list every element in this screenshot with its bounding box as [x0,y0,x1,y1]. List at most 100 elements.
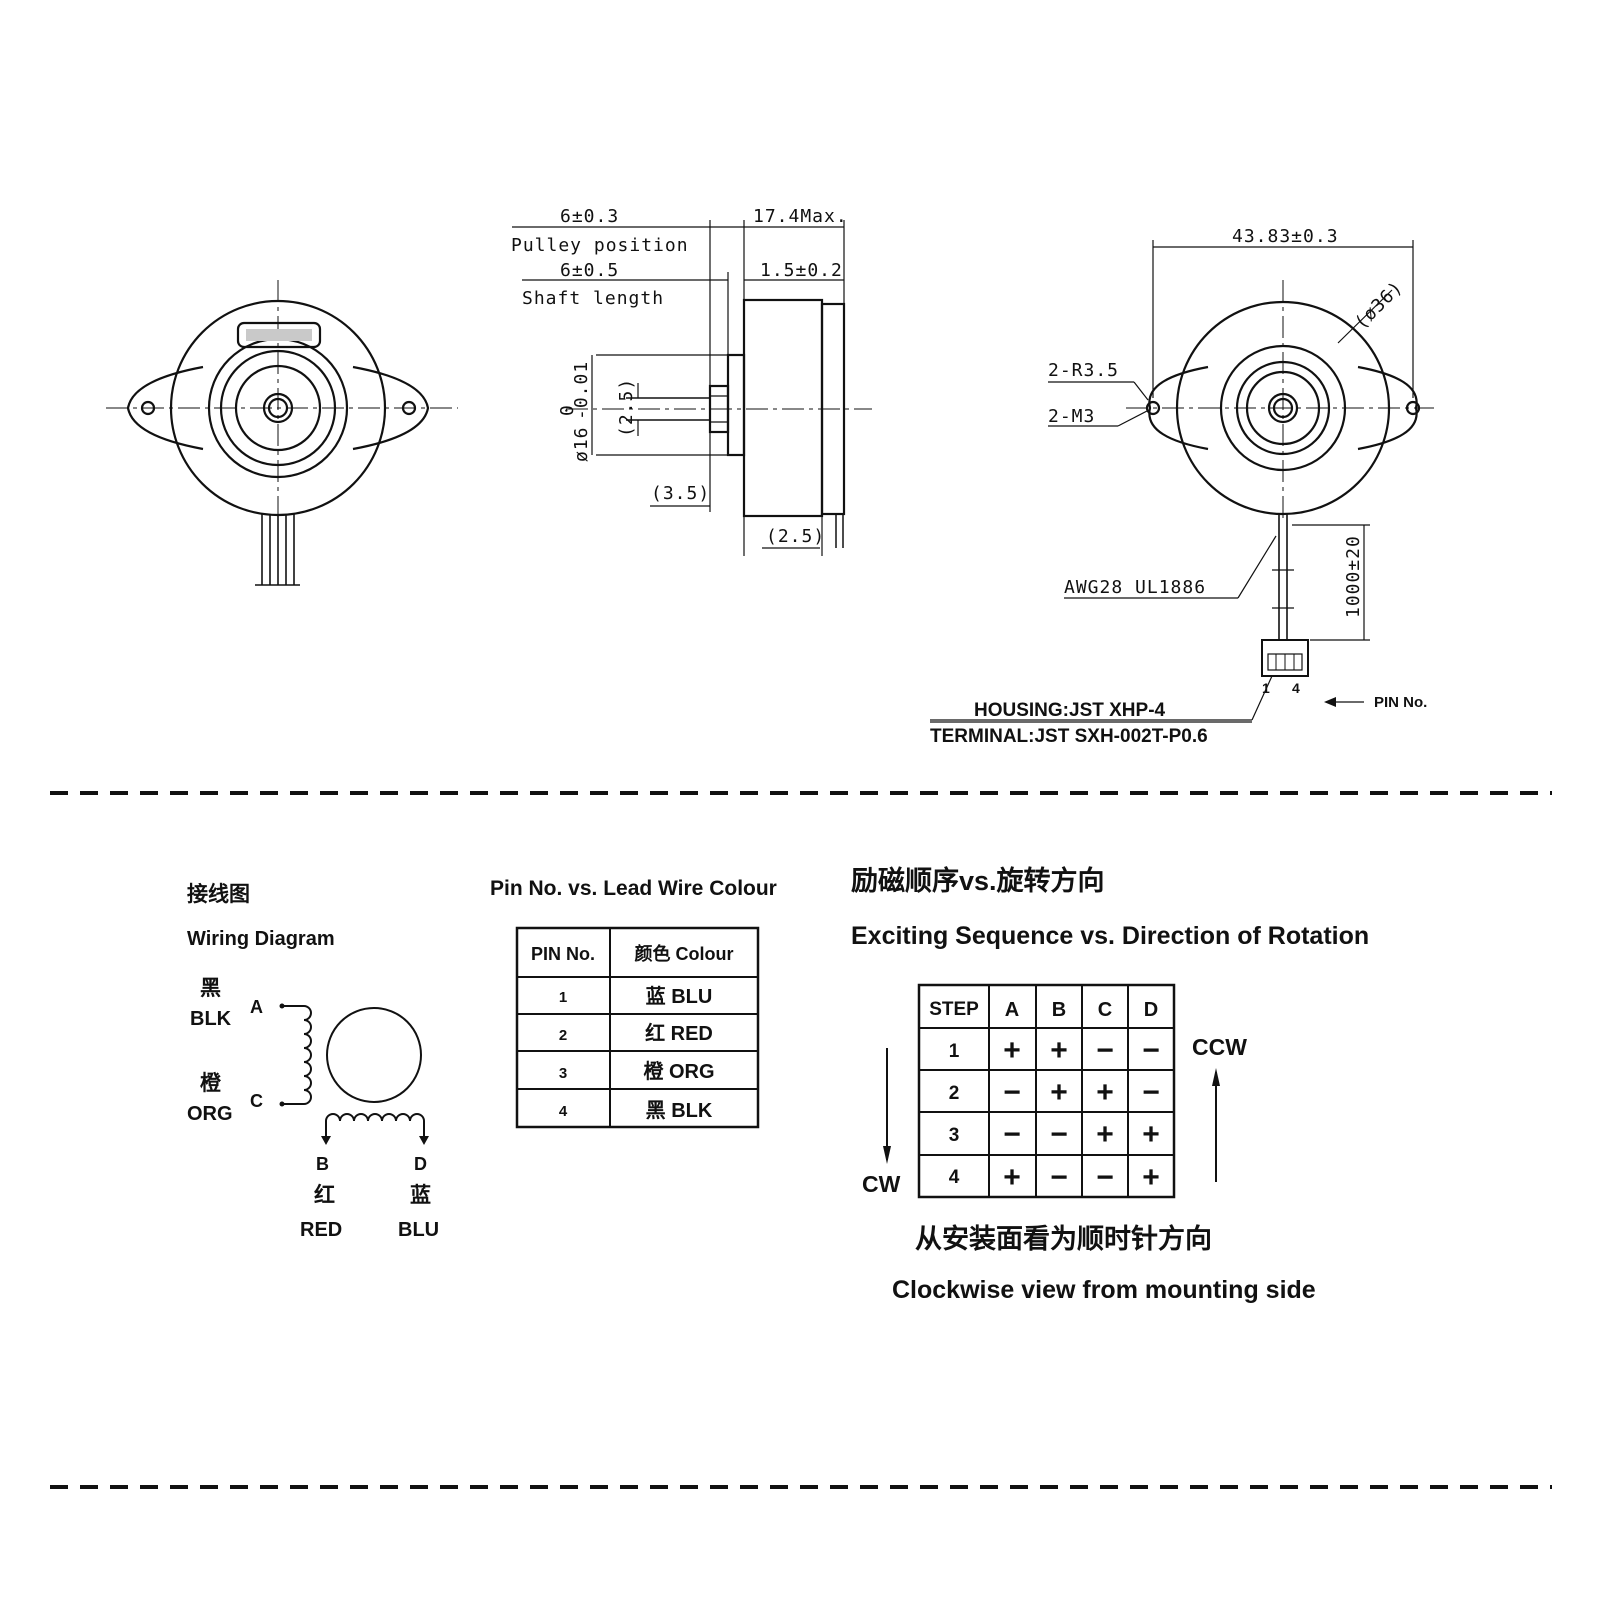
pin-no-label: PIN No. [1374,694,1427,711]
rotation-note-en: Clockwise view from mounting side [892,1276,1316,1304]
dim-shaft-length-label: Shaft length [522,288,664,309]
pin-table-row-1-pin: 1 [559,989,567,1006]
sequence-step-1-b: + [1050,1034,1068,1067]
sequence-step-4: 4 [949,1167,960,1188]
dim-shaft-diameter: ø16 -0.01 0 [557,361,592,462]
pin-table-row-1-colour: 蓝 BLU [646,985,713,1008]
dim-screw-holes: 2-M3 [1048,406,1095,427]
dim-pulley-position-label: Pulley position [511,235,689,256]
cw-label: CW [862,1171,901,1197]
pin-table-grid [515,926,760,1129]
ccw-arrow-up-icon [1212,1068,1220,1086]
wire-b-color-cn: 红 [314,1183,335,1207]
ccw-label: CCW [1192,1034,1247,1060]
sequence-step-3: 3 [949,1125,960,1146]
dim-body-diameter-text: (ø36) [1351,277,1408,334]
wire-c-color-cn: 橙 [200,1071,222,1095]
sequence-step-3-b: − [1050,1118,1068,1151]
wire-b-color-en: RED [300,1219,342,1241]
terminal-arrow-b-icon [321,1136,331,1145]
sequence-step-1-d: − [1142,1034,1160,1067]
rotation-note-cn: 从安装面看为顺时针方向 [915,1223,1212,1254]
dim-lead-offset: (2.5) [766,526,825,547]
wire-d-letter: D [414,1154,427,1174]
sequence-step-2-c: + [1096,1076,1114,1109]
pin-table-row-3-colour: 橙 ORG [643,1059,714,1083]
pin-table-header-colour: 颜色 Colour [635,943,734,964]
sequence-step-3-a: − [1003,1118,1021,1151]
sequence-step-2-b: + [1050,1076,1068,1109]
sequence-title-cn: 励磁顺序vs.旋转方向 [851,865,1105,896]
sequence-header-c: C [1098,999,1112,1021]
sequence-step-2-a: − [1003,1076,1021,1109]
dim-shaft-flat: (2.5) [616,378,637,437]
pin-table-row-2-colour: 红 RED [645,1021,713,1045]
wire-c-letter: C [250,1091,263,1111]
connector-pin-4: 4 [1292,680,1300,696]
cw-arrow-down-icon [883,1146,891,1164]
dim-boss-length: (3.5) [651,483,710,504]
connector-pin-1: 1 [1262,680,1270,696]
dim-lead-length-text: 1000±20 [1343,535,1364,618]
sequence-header-a: A [1005,999,1019,1021]
front-view [106,280,458,586]
wire-c-color-en: ORG [187,1103,233,1125]
dim-shaft-flat-text: (2.5) [616,378,637,437]
wire-a-letter: A [250,997,263,1017]
dim-body-diameter: (ø36) [1351,277,1408,334]
pin-no-arrow-icon [1324,697,1336,707]
sequence-title-en: Exciting Sequence vs. Direction of Rotat… [851,922,1369,950]
sequence-step-4-c: − [1096,1161,1114,1194]
dim-shaft-length-value: 6±0.5 [560,260,619,281]
dim-flange: 1.5±0.2 [760,260,843,281]
terminal-dot-c [279,1101,285,1107]
wire-d-color-en: BLU [398,1219,439,1241]
wiring-schematic [283,1005,425,1139]
sequence-header-b: B [1052,999,1066,1021]
pin-table-row-2-pin: 2 [559,1027,567,1044]
dim-shaft-diameter-tolerance: -0.01 [571,361,592,420]
terminal-arrow-d-icon [419,1136,429,1145]
dim-wire-spec: AWG28 UL1886 [1064,577,1206,598]
wire-a-color-en: BLK [190,1008,232,1030]
dim-max-length: 17.4Max. [753,206,848,227]
dim-shaft-diameter-main: ø16 [571,426,592,462]
sequence-step-2: 2 [949,1083,960,1104]
sequence-step-3-c: + [1096,1118,1114,1151]
sequence-header-d: D [1144,999,1158,1021]
sequence-step-4-d: + [1142,1161,1160,1194]
housing-spec: HOUSING:JST XHP-4 [974,700,1166,721]
wiring-title-cn: 接线图 [187,882,250,906]
wire-d-color-cn: 蓝 [410,1184,431,1207]
terminal-spec: TERMINAL:JST SXH-002T-P0.6 [930,726,1208,747]
sequence-header-step: STEP [929,999,979,1020]
sequence-step-4-a: + [1003,1161,1021,1194]
sequence-step-1-c: − [1096,1034,1114,1067]
dim-shaft-diameter-tolerance-upper: 0 [557,404,578,416]
rear-view-dimension-lines [930,240,1414,723]
pin-table-row-4-colour: 黑 BLK [646,1099,713,1122]
wire-b-letter: B [316,1154,329,1174]
sequence-step-1-a: + [1003,1034,1021,1067]
side-view [566,298,872,548]
rear-view [1126,280,1434,677]
sequence-step-4-b: − [1050,1161,1068,1194]
side-view-dimension-lines [512,220,845,556]
wire-a-color-cn: 黑 [200,977,221,1000]
dim-pulley-position-value: 6±0.3 [560,206,619,227]
pin-table-header-pin: PIN No. [531,944,595,964]
sequence-step-3-d: + [1142,1118,1160,1151]
pin-table-row-4-pin: 4 [559,1103,568,1120]
sequence-table-grid [917,983,1176,1199]
dim-mounting-width: 43.83±0.3 [1232,226,1339,247]
dim-ear-radius: 2-R3.5 [1048,360,1119,381]
sequence-step-2-d: − [1142,1076,1160,1109]
pin-table-title: Pin No. vs. Lead Wire Colour [490,877,777,900]
terminal-dot-a [279,1003,285,1009]
dim-lead-length: 1000±20 [1343,535,1364,618]
sequence-step-1: 1 [949,1041,960,1062]
pin-table-row-3-pin: 3 [559,1065,567,1082]
wiring-title-en: Wiring Diagram [187,928,335,950]
nameplate-label [246,329,312,341]
